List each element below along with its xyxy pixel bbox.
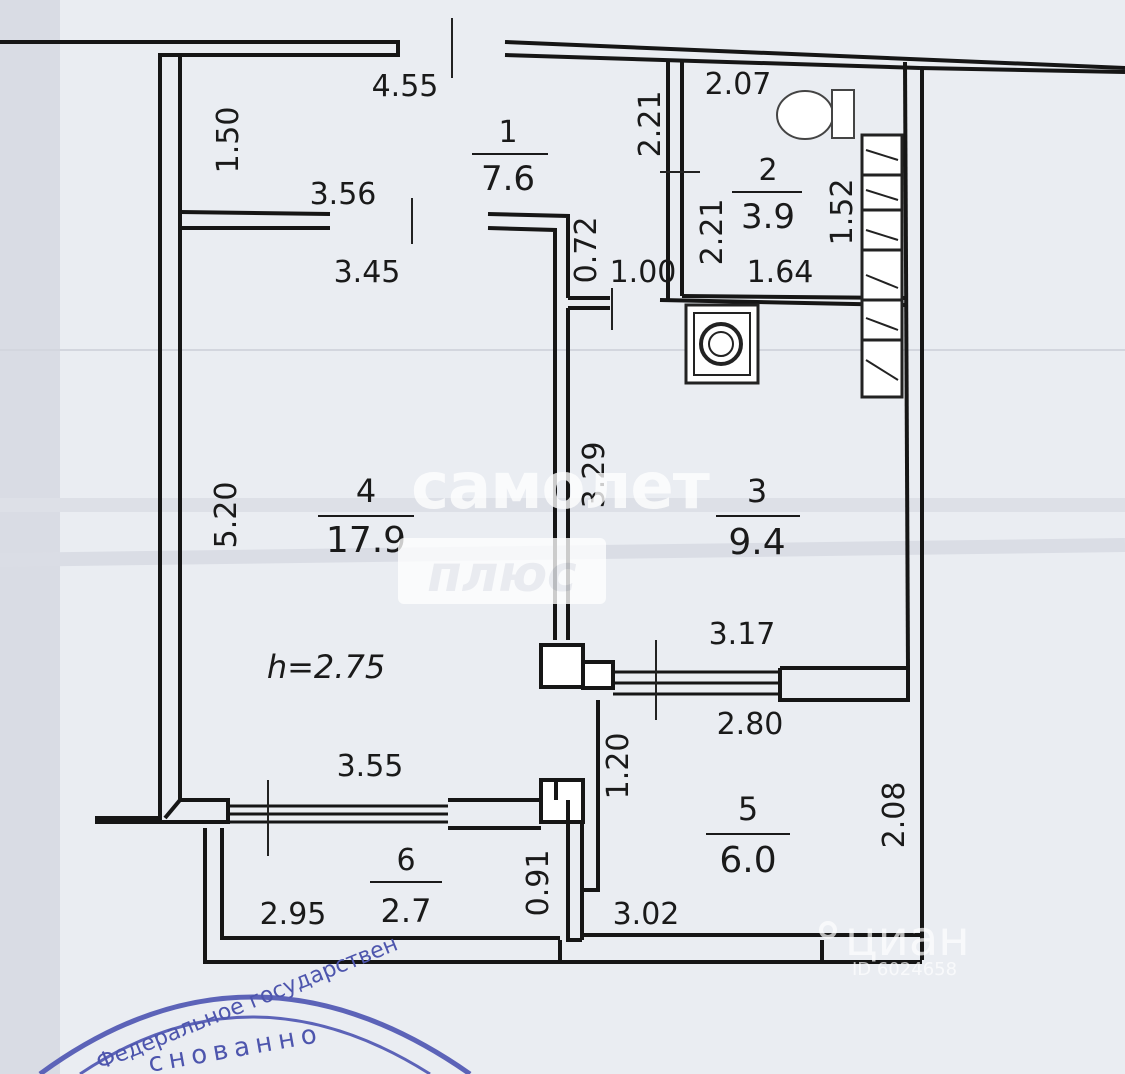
dim-kitchen-bottom: 3.17 [709,617,776,652]
dimension-labels: 4.55 1.50 3.56 2.07 2.21 2.21 1.52 1.64 … [209,67,912,932]
dim-hall-width: 4.55 [372,69,439,104]
room-1-number: 1 [498,115,517,150]
room-4-number: 4 [356,472,376,510]
dim-bath-bottom: 1.64 [747,255,814,290]
dim-balcony-depth: 0.91 [521,850,556,917]
room-6-number: 6 [396,843,415,878]
room-3-area: 9.4 [728,522,785,563]
paper-shadow [0,0,60,1074]
dim-bath-right: 1.52 [825,179,860,246]
room-4-area: 17.9 [326,520,406,561]
room-5-area: 6.0 [719,840,776,881]
walls [0,40,1125,964]
dim-room5-left: 1.20 [601,733,636,800]
watermark-samolet: самолет [411,450,710,524]
room-5-number: 5 [738,790,758,828]
dim-balcony-width: 2.95 [260,897,327,932]
watermark-plus-box [398,538,606,604]
samolet-watermark: самолет плюс [398,450,711,604]
bathtub-icon [860,133,904,399]
dim-bath-top: 2.07 [705,67,772,102]
cian-id: ID 6024658 [852,959,957,980]
dim-room5-right: 2.08 [877,782,912,849]
room-2-number: 2 [758,153,777,188]
stove-icon [684,303,760,385]
dim-bath-left-upper: 2.21 [633,91,668,158]
watermark-plus: плюс [427,545,577,603]
toilet-icon [776,89,855,140]
dim-corridor-depth: 0.72 [569,217,604,284]
cian-watermark: циан ID 6024658 [819,911,970,980]
dim-hall-inner-width: 3.56 [310,177,377,212]
room-2-area: 3.9 [741,197,795,237]
dim-room5-top: 2.80 [717,707,784,742]
room-1-area: 7.6 [481,159,535,199]
floor-height-label: h=2.75 [267,648,385,686]
dim-room5-bottom: 3.02 [613,897,680,932]
room-3-number: 3 [747,472,767,510]
dim-hall-depth: 1.50 [211,107,246,174]
room-6-area: 2.7 [381,892,432,930]
dim-room4-bottom: 3.55 [337,749,404,784]
cian-pin-icon [819,921,837,939]
dim-kitchen-height: 3.29 [577,442,612,509]
cian-brand: циан [845,911,970,967]
dim-corridor-width: 1.00 [610,255,677,290]
dim-room4-height: 5.20 [209,482,244,549]
dimension-ticks [267,18,700,856]
room-labels: 1 7.6 2 3.9 3 9.4 4 17.9 5 6.0 6 2.7 h=2… [267,115,802,930]
dim-bath-left-lower: 2.21 [695,199,730,266]
dim-room4-top: 3.45 [334,255,401,290]
